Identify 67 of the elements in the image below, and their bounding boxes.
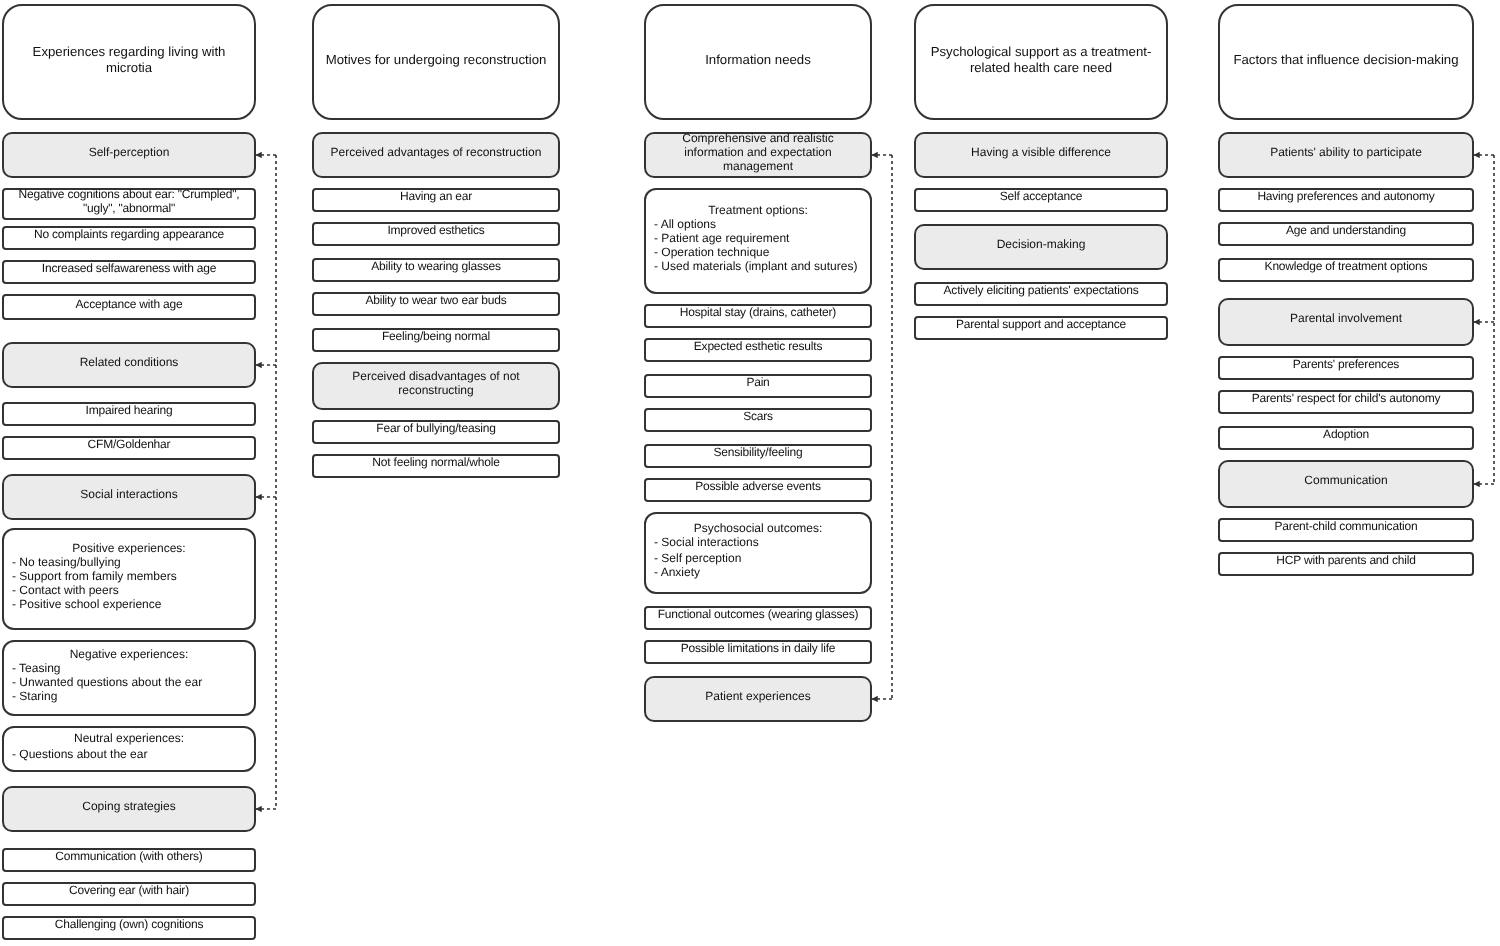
item-box xyxy=(312,258,560,282)
category-box xyxy=(2,342,256,388)
category-box xyxy=(312,362,560,410)
heading-box xyxy=(644,4,872,120)
item-box xyxy=(2,260,256,284)
category-box xyxy=(1218,460,1474,508)
item-box xyxy=(644,374,872,398)
list-box xyxy=(2,726,256,772)
heading-box xyxy=(2,4,256,120)
dashed-arrow xyxy=(255,361,277,369)
category-box xyxy=(914,224,1168,270)
item-box xyxy=(644,478,872,502)
item-box xyxy=(914,316,1168,340)
list-box xyxy=(644,512,872,594)
item-box xyxy=(644,444,872,468)
item-box xyxy=(2,402,256,426)
item-box xyxy=(914,188,1168,212)
category-box xyxy=(644,132,872,178)
list-box xyxy=(644,188,872,294)
dashed-arrow xyxy=(1473,318,1495,326)
item-box xyxy=(1218,518,1474,542)
dashed-arrow xyxy=(871,151,893,159)
dashed-arrow xyxy=(255,493,277,501)
item-box xyxy=(1218,258,1474,282)
item-box xyxy=(312,188,560,212)
item-box xyxy=(312,420,560,444)
category-box xyxy=(312,132,560,178)
dashed-arrow xyxy=(255,151,277,159)
item-box xyxy=(2,188,256,220)
item-box xyxy=(2,436,256,460)
category-box xyxy=(914,132,1168,178)
dashed-arrow xyxy=(871,695,893,703)
item-box xyxy=(1218,552,1474,576)
item-box xyxy=(312,454,560,478)
item-box xyxy=(2,882,256,906)
category-box xyxy=(644,676,872,722)
item-box xyxy=(644,408,872,432)
item-box xyxy=(1218,356,1474,380)
dashed-arrow xyxy=(255,805,277,813)
item-box xyxy=(1218,390,1474,414)
item-box xyxy=(644,338,872,362)
item-box xyxy=(312,222,560,246)
item-box xyxy=(1218,426,1474,450)
list-box xyxy=(2,528,256,630)
item-box xyxy=(1218,222,1474,246)
heading-box xyxy=(312,4,560,120)
item-box xyxy=(2,294,256,320)
category-box xyxy=(1218,298,1474,346)
item-box xyxy=(644,304,872,328)
category-box xyxy=(1218,132,1474,178)
item-box xyxy=(1218,188,1474,212)
category-box xyxy=(2,132,256,178)
item-box xyxy=(2,848,256,872)
list-box xyxy=(2,640,256,716)
dashed-arrow xyxy=(1473,151,1495,159)
item-box xyxy=(2,916,256,940)
item-box xyxy=(644,606,872,630)
dashed-arrow xyxy=(1473,480,1495,488)
category-box xyxy=(2,786,256,832)
heading-box xyxy=(914,4,1168,120)
category-box xyxy=(2,474,256,520)
item-box xyxy=(312,292,560,316)
item-box xyxy=(2,226,256,250)
item-box xyxy=(914,282,1168,306)
item-box xyxy=(312,328,560,352)
heading-box xyxy=(1218,4,1474,120)
item-box xyxy=(644,640,872,664)
